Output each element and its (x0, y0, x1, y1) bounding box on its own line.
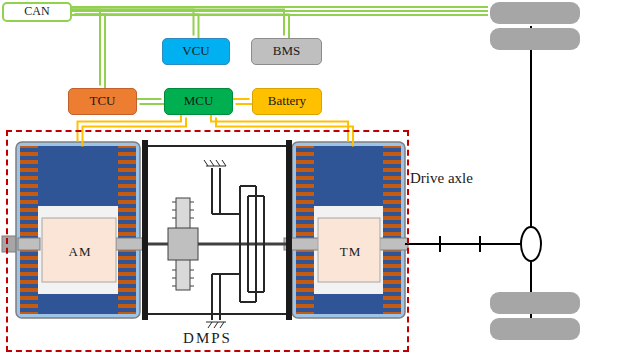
wire-line (83, 118, 187, 147)
differential (521, 227, 541, 261)
motor-box: TM (294, 144, 407, 320)
wire-line (70, 10, 101, 86)
wire-line (70, 10, 194, 36)
housing-line (148, 145, 286, 147)
battery-box: Battery (252, 88, 322, 115)
motor-symbol (2, 142, 144, 318)
node-label: DMPS (183, 330, 232, 347)
wire-line (75, 15, 199, 41)
shaft (378, 238, 408, 250)
housing-line (148, 313, 286, 315)
gearbox (142, 140, 292, 328)
stator-coil (296, 146, 314, 314)
bus-line (72, 6, 488, 8)
wire-line (135, 98, 162, 100)
drive-axle (405, 2, 580, 340)
axle-label: Drive axle (410, 170, 473, 187)
node-label: VCU (182, 44, 209, 58)
motor-housing (292, 142, 405, 318)
stator (38, 294, 118, 314)
axle-line (530, 26, 532, 318)
wheel (490, 28, 580, 50)
rotor (318, 218, 380, 282)
shaft (18, 238, 40, 250)
joint-mark (439, 236, 441, 252)
node-label: TM (340, 245, 362, 259)
node-label: Battery (268, 94, 306, 108)
signal-wire (231, 99, 255, 104)
wire-line (75, 15, 106, 91)
drive-shaft (405, 243, 521, 245)
node-label: CAN (24, 5, 49, 18)
motor-box: AM (18, 144, 142, 320)
brake-clutch (212, 168, 264, 320)
shaft (116, 238, 144, 250)
node-label: BMS (273, 44, 300, 58)
wire-line (70, 10, 285, 36)
signal-wire (70, 10, 290, 41)
controller-box: BMS (251, 38, 322, 65)
motor-housing (16, 142, 140, 318)
motor-symbol (284, 142, 408, 318)
wire-line (231, 98, 250, 100)
node-label: TCU (90, 94, 116, 108)
stator-coil (383, 146, 401, 314)
wheel (490, 318, 580, 340)
stator-coil (118, 146, 136, 314)
joint-mark (479, 236, 481, 252)
signal-wire (70, 10, 106, 91)
wire-line (216, 118, 353, 147)
planet-gear (168, 228, 198, 260)
rotor (42, 218, 116, 282)
air-gap (38, 206, 118, 294)
node-label: AM (69, 245, 92, 259)
ground-hatch (204, 160, 226, 328)
wheel (490, 2, 580, 24)
stator-coil (20, 146, 38, 314)
wheel (490, 292, 580, 314)
system-boundary: DMPS AM TM (6, 130, 409, 352)
housing-wall (286, 140, 292, 320)
controller-box: VCU (162, 38, 230, 65)
stator (314, 294, 383, 314)
bus-box: CAN (2, 2, 72, 22)
stator (314, 146, 383, 206)
air-gap (314, 206, 383, 294)
node-label: MCU (184, 94, 214, 108)
controller-box: TCU (68, 88, 137, 115)
controller-box: MCU (164, 88, 233, 115)
signal-wire (135, 99, 167, 104)
gear-teeth (172, 202, 194, 286)
wire-line (140, 103, 167, 105)
stator (38, 146, 118, 206)
housing-wall (142, 140, 148, 320)
wire-line (75, 15, 290, 41)
